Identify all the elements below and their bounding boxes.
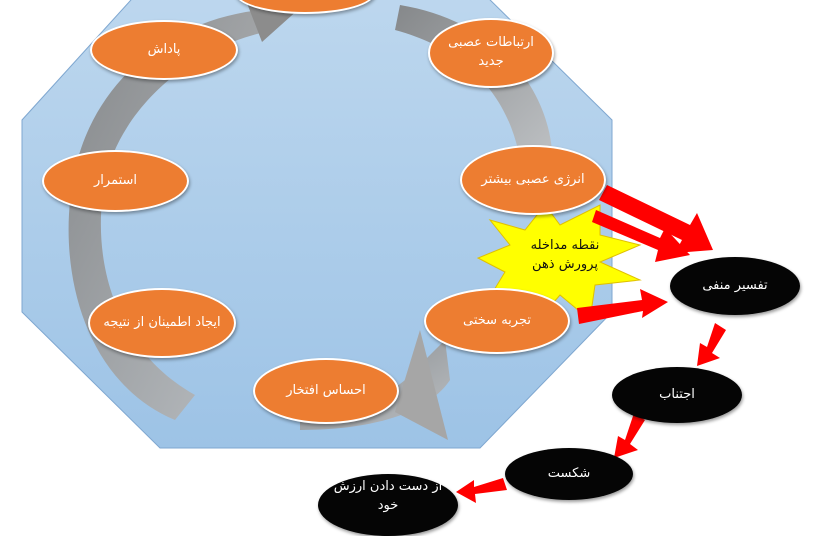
negative-node-loss: از دست دادن ارزش خود <box>318 474 458 536</box>
red-arrow-hard-to-negative <box>577 289 668 324</box>
cycle-node-new-connections: ارتباطات عصبی جدید <box>428 18 554 88</box>
red-arrow-negative-to-avoidance <box>697 323 726 366</box>
cycle-node-more-energy: انرژی عصبی بیشتر <box>460 145 606 215</box>
red-arrow-energy-to-negative <box>599 185 713 253</box>
cycle-node-hard-experience: تجربه سختی <box>424 288 570 354</box>
negative-node-avoidance: اجتناب <box>612 367 742 423</box>
red-arrow-avoidance-to-failure <box>614 413 645 458</box>
diagram-shapes <box>21 0 726 512</box>
cycle-node-confidence: ایجاد اطمینان از نتیجه <box>88 288 236 358</box>
red-arrow-star-to-negative <box>592 210 690 262</box>
red-arrow-failure-to-loss <box>456 478 507 503</box>
negative-node-interpretation: تفسیر منفی <box>670 257 800 315</box>
negative-node-failure: شکست <box>505 448 633 500</box>
cycle-node-pride: احساس افتخار <box>253 358 399 424</box>
diagram-canvas: پاداش ارتباطات عصبی جدید انرژی عصبی بیشت… <box>21 0 800 536</box>
intervention-label: نقطه مداخله پرورش ذهن <box>530 238 600 272</box>
cycle-node-continuation: استمرار <box>42 150 189 212</box>
cycle-node-reward: پاداش <box>90 20 238 80</box>
cycle-arrow-head-bottom <box>395 330 448 440</box>
